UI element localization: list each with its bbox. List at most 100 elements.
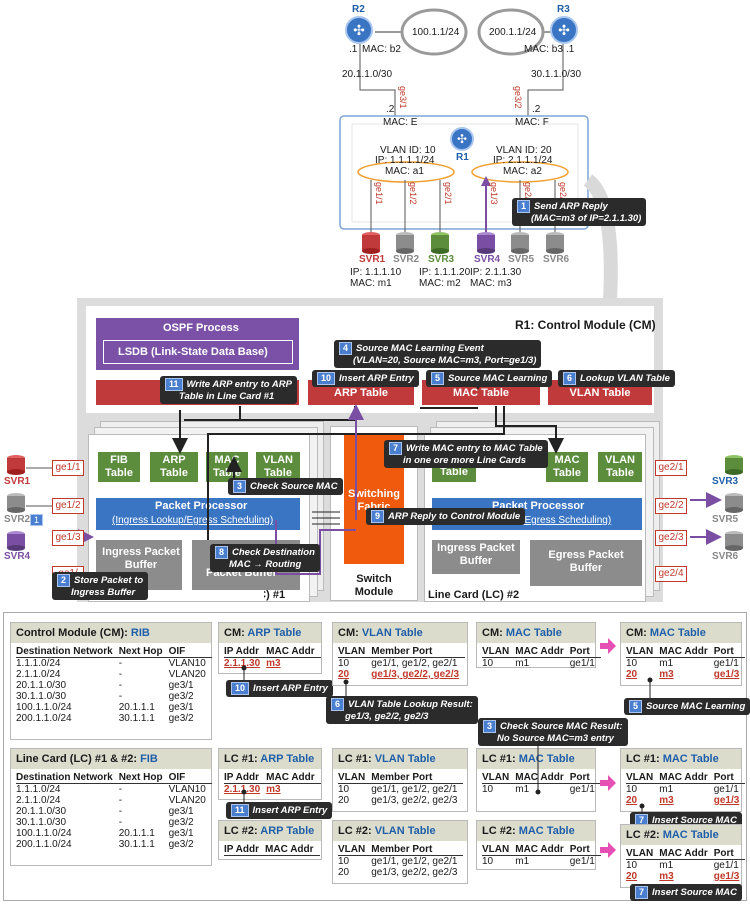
- svr2-top: SVR2: [393, 254, 420, 265]
- vlan20-ip: IP: 2.1.1.1/24: [493, 155, 553, 166]
- lc1-port-2[interactable]: ge1/2: [52, 498, 84, 514]
- lc1-inbuf-label: Ingress Packet Buffer: [102, 546, 180, 571]
- vlan10-ip: IP: 1.1.1.1/24: [375, 155, 435, 166]
- lc2-mac[interactable]: MAC Table: [546, 452, 588, 482]
- fib-table: Line Card (LC) #1 & #2: FIB Destination …: [10, 748, 212, 866]
- lsdb-box: [103, 340, 293, 364]
- svr5-side: SVR5: [712, 514, 739, 525]
- lc1-pp-sub: (Ingress Lookup/Egress Scheduling): [112, 515, 274, 526]
- svr3-side: SVR3: [712, 476, 739, 487]
- svr4-side: SVR4: [4, 551, 31, 562]
- r1-mac-e: MAC: E: [383, 117, 418, 128]
- lc1-arp[interactable]: ARP Table: [150, 452, 198, 482]
- link-left-net: 20.1.1.0/30: [342, 69, 393, 80]
- lc1-egbuf-label: Packet Buffer: [206, 567, 277, 579]
- arrow-lc1-mac: [600, 775, 616, 791]
- vlan10-id: VLAN ID: 10: [380, 145, 436, 156]
- svr3-mac: MAC: m2: [419, 278, 461, 289]
- switch-label: Switch Module: [354, 573, 394, 598]
- r2-ip: .1: [349, 44, 358, 55]
- step-1-badge: 1: [30, 514, 44, 526]
- svr4-mac: MAC: m3: [470, 278, 512, 289]
- router-r1-icon: ✣: [450, 127, 474, 151]
- lc2-pp-label: Packet Processor: [492, 500, 585, 512]
- svr1-ip: IP: 1.1.1.10: [350, 267, 402, 278]
- lc2-port-4[interactable]: ge2/4: [655, 566, 687, 582]
- ospf-box: [96, 318, 299, 370]
- lc2-port-1[interactable]: ge2/1: [655, 460, 687, 476]
- side-server-icons: [7, 455, 743, 551]
- lc1-port-3[interactable]: ge1/3: [52, 530, 84, 546]
- lc2-port-2[interactable]: ge2/2: [655, 498, 687, 514]
- svr4-top: SVR4: [474, 254, 501, 265]
- net-100: 100.1.1/24: [412, 27, 460, 38]
- svr1-mac: MAC: m1: [350, 278, 392, 289]
- lc2-egbuf-label: Egress Packet Buffer: [548, 549, 624, 574]
- svr3-ip: IP: 1.1.1.20: [419, 267, 471, 278]
- r2-label: R2: [352, 4, 365, 15]
- lc2-inbuf-label: Ingress Packet Buffer: [437, 542, 515, 567]
- lc1-fib[interactable]: FIB Table: [98, 452, 140, 482]
- lc1-vlan[interactable]: VLAN Table: [256, 452, 300, 482]
- router-r3-icon: ✣: [550, 16, 578, 44]
- net-200: 200.1.1/24: [489, 27, 537, 38]
- lc2-port-3[interactable]: ge2/3: [655, 530, 687, 546]
- lc2-egbuf: [530, 540, 642, 586]
- svr6-side: SVR6: [712, 551, 739, 562]
- lc1-pp: [96, 498, 300, 530]
- lc2-pp-sub: (Ingress Lookup/Egress Scheduling): [450, 515, 612, 526]
- arrow-cm-mac: [600, 638, 616, 654]
- r1-left-suffix: .2: [386, 104, 395, 115]
- r3-mac: MAC: b3: [524, 44, 563, 55]
- svr1-top: SVR1: [359, 254, 386, 265]
- arrow-lc2-mac: [600, 842, 616, 858]
- server-icons-top: [362, 232, 564, 254]
- r2-mac: MAC: b2: [362, 44, 401, 55]
- r1-label: R1: [456, 152, 469, 163]
- svr6-top: SVR6: [543, 254, 570, 265]
- vlan20-mac: MAC: a2: [503, 166, 542, 177]
- r3-ip: .1: [566, 44, 575, 55]
- lc2-inbuf: [432, 540, 520, 574]
- svr2-side: SVR2: [4, 514, 31, 525]
- svr3-top: SVR3: [428, 254, 455, 265]
- vlan10-mac: MAC: a1: [385, 166, 424, 177]
- r1-mac-f: MAC: F: [515, 117, 549, 128]
- r1-right-suffix: .2: [532, 104, 541, 115]
- vlan20-id: VLAN ID: 20: [496, 145, 552, 156]
- router-r2-icon: ✣: [345, 16, 373, 44]
- rib-table: Control Module (CM): RIB Destination Net…: [10, 622, 212, 740]
- r3-label: R3: [557, 4, 570, 15]
- lc1-port-1[interactable]: ge1/1: [52, 460, 84, 476]
- lc2-vlan[interactable]: VLAN Table: [598, 452, 642, 482]
- link-right-net: 30.1.1.0/30: [531, 69, 582, 80]
